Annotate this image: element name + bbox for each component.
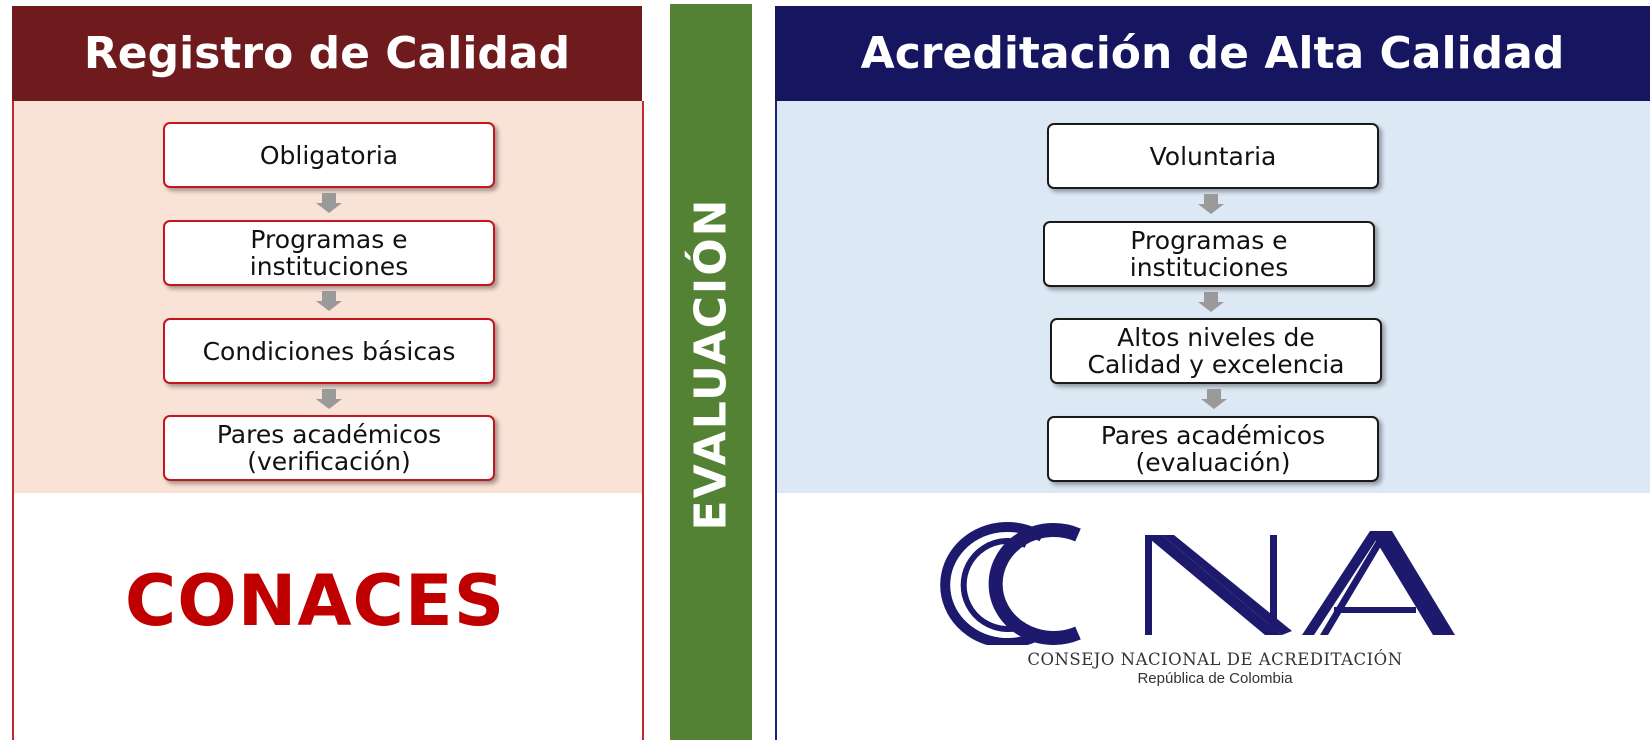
evaluacion-label: EVALUACIÓN [685, 197, 737, 531]
registro-panel: Registro de Calidad [12, 6, 644, 740]
arrow-down-icon [1201, 389, 1227, 411]
acreditacion-step-1: Voluntaria [1047, 123, 1379, 189]
arrow-down-icon [1198, 194, 1224, 216]
cna-name: CONSEJO NACIONAL DE ACREDITACIÓN [1027, 650, 1403, 669]
acreditacion-step-3: Altos niveles de Calidad y excelencia [1050, 318, 1382, 384]
registro-step-3: Condiciones básicas [163, 318, 495, 384]
registro-footer [12, 493, 644, 740]
cna-mark-icon [940, 522, 1455, 648]
registro-step-1: Obligatoria [163, 122, 495, 188]
acreditacion-panel: Acreditación de Alta Calidad [775, 6, 1650, 740]
registro-step-4: Pares académicos (verificación) [163, 415, 495, 481]
cna-country: República de Colombia [1137, 670, 1293, 687]
acreditacion-step-2: Programas e instituciones [1043, 221, 1375, 287]
arrow-down-icon [1198, 292, 1224, 314]
registro-title: Registro de Calidad [12, 6, 642, 101]
acreditacion-step-4: Pares académicos (evaluación) [1047, 416, 1379, 482]
arrow-down-icon [316, 389, 342, 411]
evaluacion-band: EVALUACIÓN [670, 4, 752, 740]
acreditacion-footer [775, 493, 1650, 740]
arrow-down-icon [316, 193, 342, 215]
cna-logo: CONSEJO NACIONAL DE ACREDITACIÓN Repúbli… [930, 505, 1500, 740]
arrow-down-icon [316, 291, 342, 313]
conaces-label: CONACES [124, 560, 506, 642]
acreditacion-title: Acreditación de Alta Calidad [775, 6, 1650, 101]
registro-step-2: Programas e instituciones [163, 220, 495, 286]
